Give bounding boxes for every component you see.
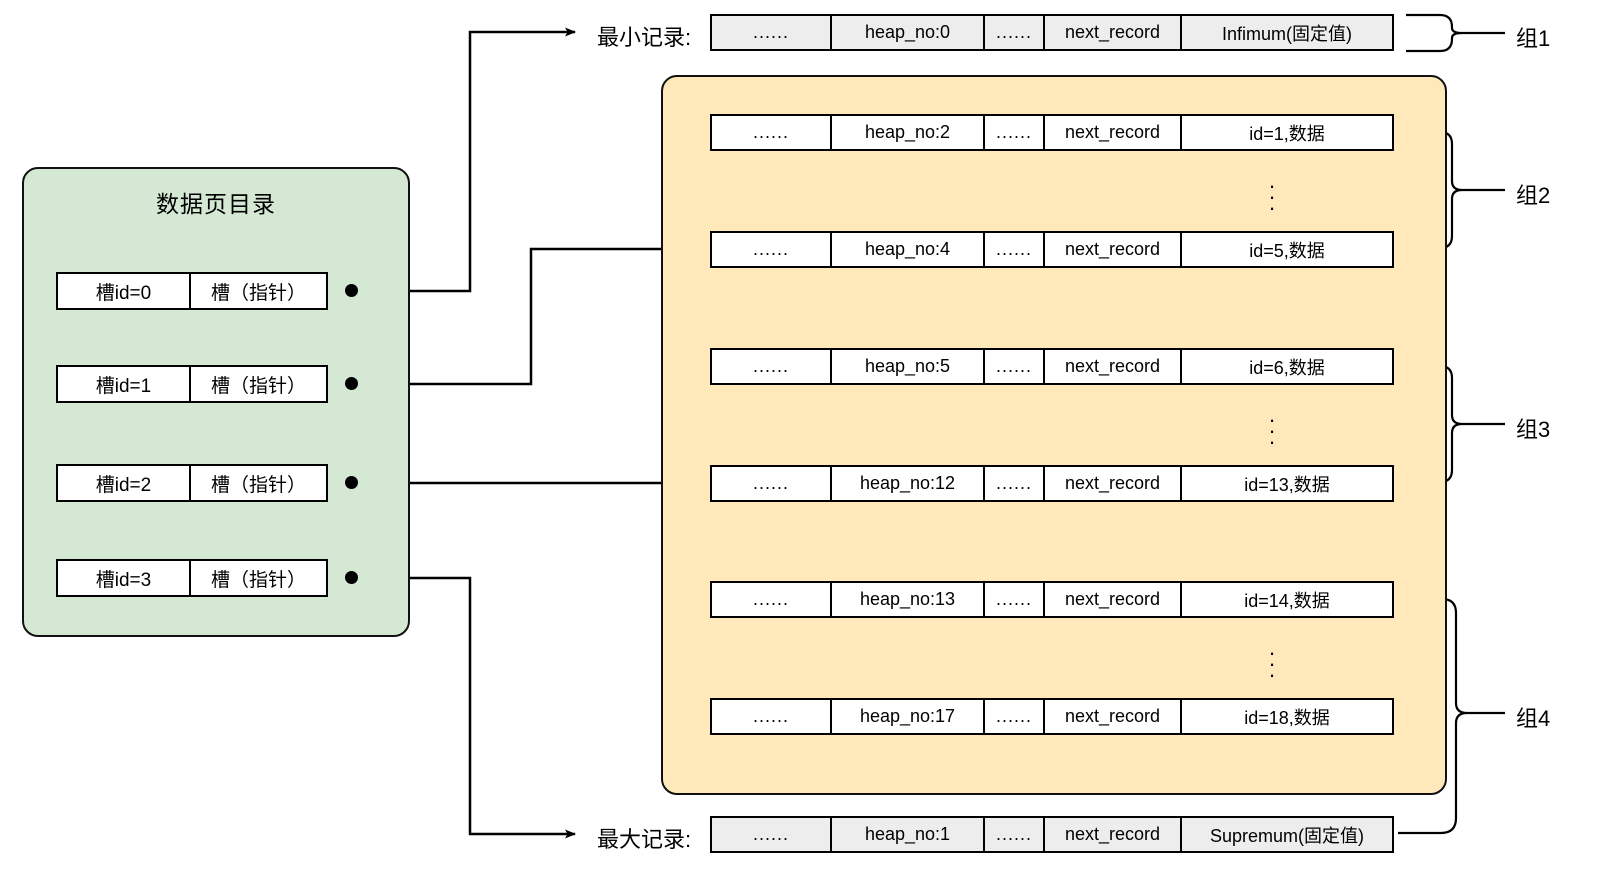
record-cell-col3: ...... xyxy=(985,116,1045,149)
ellipsis-dot: . xyxy=(1268,168,1276,193)
user-records-region xyxy=(661,75,1447,795)
record-cell-payload: id=14,数据 xyxy=(1244,590,1330,611)
record-row-heapno-13: ...... heap_no:13 ...... next_record id=… xyxy=(710,581,1394,618)
group-label-4: 组4 xyxy=(1516,706,1551,731)
slot-id-label: 槽id=2 xyxy=(58,466,191,500)
slot-id-label: 槽id=0 xyxy=(58,274,191,308)
brace-group-1 xyxy=(1406,13,1463,53)
record-cell-heap-no: heap_no:13 xyxy=(832,583,985,616)
record-row-heapno-4: ...... heap_no:4 ...... next_record id=5… xyxy=(710,231,1394,268)
slot-2-pointer-dot xyxy=(345,476,358,489)
record-cell-col1: ...... xyxy=(712,350,832,383)
record-cell-payload: Supremum(固定值) xyxy=(1209,825,1365,846)
record-cell-heap-no: heap_no:1 xyxy=(832,818,985,851)
slot-id-label: 槽id=1 xyxy=(58,367,191,401)
directory-slot-0[interactable]: 槽id=0 槽（指针） xyxy=(56,272,328,310)
record-cell-payload: id=6,数据 xyxy=(1249,357,1325,378)
record-cell-col1: ...... xyxy=(712,467,832,500)
slot-pointer-label: 槽（指针） xyxy=(210,282,306,304)
ellipsis-dot: . xyxy=(1268,179,1276,204)
ellipsis-dot: . xyxy=(1268,424,1276,449)
page-directory-title: 数据页目录 xyxy=(156,191,276,217)
vertical-ellipsis-group3: . . . xyxy=(1262,402,1282,449)
record-cell-next-record: next_record xyxy=(1045,467,1182,500)
record-cell-heap-no: heap_no:12 xyxy=(832,467,985,500)
slot-0-pointer-dot xyxy=(345,284,358,297)
record-cell-col3: ...... xyxy=(985,233,1045,266)
record-cell-col1: ...... xyxy=(712,16,832,49)
record-cell-col1: ...... xyxy=(712,700,832,733)
record-row-heapno-2: ...... heap_no:2 ...... next_record id=1… xyxy=(710,114,1394,151)
record-cell-payload: id=5,数据 xyxy=(1249,240,1325,261)
slot-pointer-label: 槽（指针） xyxy=(210,474,306,496)
record-cell-col3: ...... xyxy=(985,16,1045,49)
vertical-ellipsis-group4: . . . xyxy=(1262,635,1282,682)
ellipsis-dot: . xyxy=(1268,657,1276,682)
record-cell-payload: id=13,数据 xyxy=(1244,474,1330,495)
record-cell-col3: ...... xyxy=(985,818,1045,851)
record-cell-payload: Infimum(固定值) xyxy=(1222,23,1352,44)
directory-slot-2[interactable]: 槽id=2 槽（指针） xyxy=(56,464,328,502)
group-label-2: 组2 xyxy=(1516,183,1551,208)
record-cell-heap-no: heap_no:17 xyxy=(832,700,985,733)
record-cell-heap-no: heap_no:5 xyxy=(832,350,985,383)
slot-3-pointer-dot xyxy=(345,571,358,584)
record-cell-next-record: next_record xyxy=(1045,16,1182,49)
vertical-ellipsis-group2: . . . xyxy=(1262,168,1282,215)
group-label-1: 组1 xyxy=(1516,26,1551,51)
ellipsis-dot: . xyxy=(1268,635,1276,660)
record-cell-heap-no: heap_no:4 xyxy=(832,233,985,266)
supremum-side-label: 最大记录: xyxy=(597,827,692,852)
ellipsis-dot: . xyxy=(1268,646,1276,671)
record-cell-col1: ...... xyxy=(712,818,832,851)
record-row-heapno-5: ...... heap_no:5 ...... next_record id=6… xyxy=(710,348,1394,385)
record-cell-col3: ...... xyxy=(985,350,1045,383)
record-cell-payload: id=1,数据 xyxy=(1249,123,1325,144)
record-row-supremum: ...... heap_no:1 ...... next_record Supr… xyxy=(710,816,1394,853)
record-cell-next-record: next_record xyxy=(1045,700,1182,733)
directory-slot-1[interactable]: 槽id=1 槽（指针） xyxy=(56,365,328,403)
record-cell-heap-no: heap_no:2 xyxy=(832,116,985,149)
record-cell-col3: ...... xyxy=(985,583,1045,616)
record-cell-next-record: next_record xyxy=(1045,350,1182,383)
infimum-side-label: 最小记录: xyxy=(597,25,692,50)
record-cell-col1: ...... xyxy=(712,233,832,266)
directory-slot-3[interactable]: 槽id=3 槽（指针） xyxy=(56,559,328,597)
ellipsis-dot: . xyxy=(1268,413,1276,438)
slot-pointer-label: 槽（指针） xyxy=(210,569,306,591)
record-cell-col1: ...... xyxy=(712,116,832,149)
record-row-heapno-12: ...... heap_no:12 ...... next_record id=… xyxy=(710,465,1394,502)
record-cell-next-record: next_record xyxy=(1045,818,1182,851)
slot-pointer-label: 槽（指针） xyxy=(210,375,306,397)
slot-1-pointer-dot xyxy=(345,377,358,390)
record-cell-next-record: next_record xyxy=(1045,116,1182,149)
ellipsis-dot: . xyxy=(1268,402,1276,427)
record-cell-col3: ...... xyxy=(985,700,1045,733)
group-label-3: 组3 xyxy=(1516,417,1551,442)
record-cell-col3: ...... xyxy=(985,467,1045,500)
record-row-heapno-17: ...... heap_no:17 ...... next_record id=… xyxy=(710,698,1394,735)
ellipsis-dot: . xyxy=(1268,190,1276,215)
record-cell-next-record: next_record xyxy=(1045,233,1182,266)
slot-id-label: 槽id=3 xyxy=(58,561,191,595)
record-cell-payload: id=18,数据 xyxy=(1244,707,1330,728)
record-cell-col1: ...... xyxy=(712,583,832,616)
record-row-infimum: ...... heap_no:0 ...... next_record Infi… xyxy=(710,14,1394,51)
record-cell-next-record: next_record xyxy=(1045,583,1182,616)
record-cell-heap-no: heap_no:0 xyxy=(832,16,985,49)
